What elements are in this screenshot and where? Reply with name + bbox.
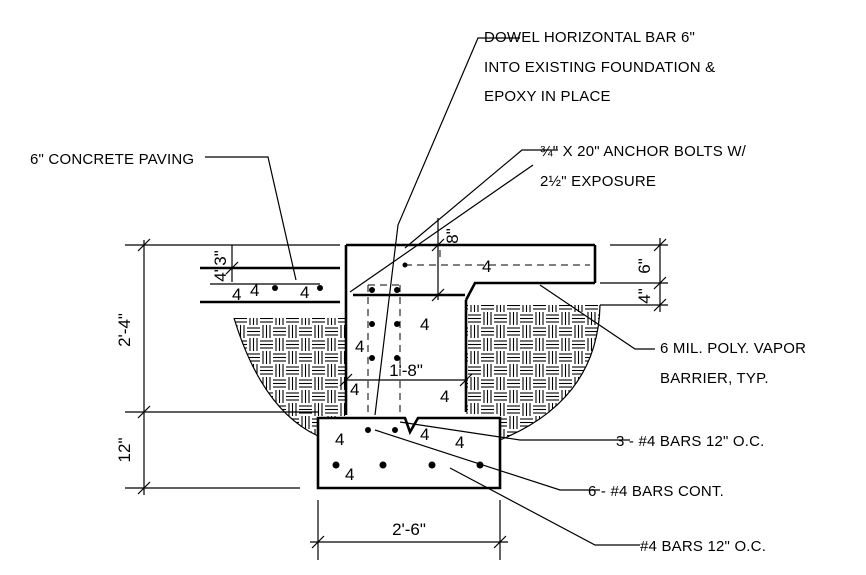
note-dowel-line2: INTO EXISTING FOUNDATION & [484, 59, 715, 76]
note-anchor-line1: ¾" X 20" ANCHOR BOLTS W/ [540, 143, 747, 160]
note-dowel-line1: DOWEL HORIZONTAL BAR 6" [484, 29, 695, 46]
dim-wall-width: 1'-8" [389, 361, 423, 380]
svg-text:4: 4 [482, 257, 491, 276]
dim-footing-depth: 12" [115, 438, 134, 463]
svg-text:4: 4 [300, 283, 309, 302]
svg-text:4: 4 [250, 281, 259, 300]
svg-text:4: 4 [345, 465, 354, 484]
note-bars-oc: #4 BARS 12" O.C. [640, 538, 766, 555]
leader-lines [205, 37, 655, 546]
dim-left-4: 4" [211, 266, 230, 282]
dim-footing-width: 2'-6" [392, 520, 426, 539]
dimension-lines [125, 218, 668, 560]
svg-text:4: 4 [335, 430, 344, 449]
note-concrete-paving: 6" CONCRETE PAVING [30, 151, 194, 168]
footing: 4 4 4 4 [316, 416, 502, 490]
existing-slab: 4 4 4 [200, 266, 340, 304]
grade-beam-wall: 4 4 4 4 4 [344, 243, 597, 418]
svg-text:4: 4 [355, 337, 364, 356]
note-vapor-line1: 6 MIL. POLY. VAPOR [660, 340, 806, 357]
svg-text:4: 4 [350, 380, 359, 399]
note-dowel-line3: EPOXY IN PLACE [484, 88, 611, 105]
note-anchor-line2: 2½" EXPOSURE [540, 173, 656, 190]
dim-top-8: 8" [443, 228, 462, 244]
note-vapor-line2: BARRIER, TYP. [660, 370, 769, 387]
svg-text:4: 4 [420, 315, 429, 334]
svg-text:4: 4 [232, 285, 241, 304]
dim-right-4: 4" [635, 288, 654, 304]
dim-wall-height: 2'-4" [115, 313, 134, 347]
svg-text:4: 4 [455, 433, 464, 452]
dim-left-3: 3" [211, 250, 230, 266]
dim-right-6: 6" [635, 258, 654, 274]
svg-text:4: 4 [440, 387, 449, 406]
svg-text:4: 4 [420, 425, 429, 444]
note-three-bars: 3 - #4 BARS 12" O.C. [616, 433, 765, 450]
note-six-bars: 6 - #4 BARS CONT. [588, 483, 724, 500]
